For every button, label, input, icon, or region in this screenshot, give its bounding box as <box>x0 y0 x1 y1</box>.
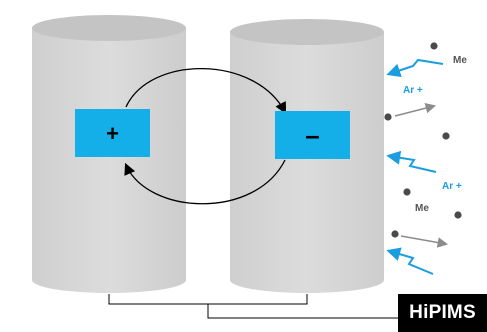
particle-dot <box>384 113 392 121</box>
upper-switching-arc <box>125 67 287 115</box>
particle-dot <box>391 230 399 238</box>
particles <box>384 42 462 238</box>
particle-dot <box>403 188 411 196</box>
negative-sign: – <box>305 120 319 150</box>
positive-sign: + <box>106 121 119 146</box>
ion-bolt-arrow <box>386 58 444 78</box>
metal-label: Me <box>415 203 429 214</box>
ion-bolt-arrow <box>386 150 437 173</box>
positive-electrode: + <box>75 109 150 157</box>
supply-wiring <box>108 294 398 319</box>
left-cylinder <box>32 15 186 293</box>
particle-dot <box>442 132 450 140</box>
hipims-power-supply: HiPIMS <box>398 294 487 332</box>
negative-electrode: – <box>275 111 350 159</box>
metal-label: Me <box>453 55 467 66</box>
right-cylinder <box>230 19 384 293</box>
argon-ion-label: Ar + <box>403 85 423 96</box>
particle-dot <box>454 211 462 219</box>
argon-ion-label: Ar + <box>442 181 462 192</box>
hipims-label: HiPIMS <box>409 302 476 323</box>
ion-bolt-arrow <box>386 247 434 275</box>
sputter-trajectory-arrow <box>394 103 437 117</box>
particle-dot <box>430 42 438 50</box>
sputter-trajectory-arrow <box>400 235 449 248</box>
lower-switching-arc <box>124 159 286 205</box>
